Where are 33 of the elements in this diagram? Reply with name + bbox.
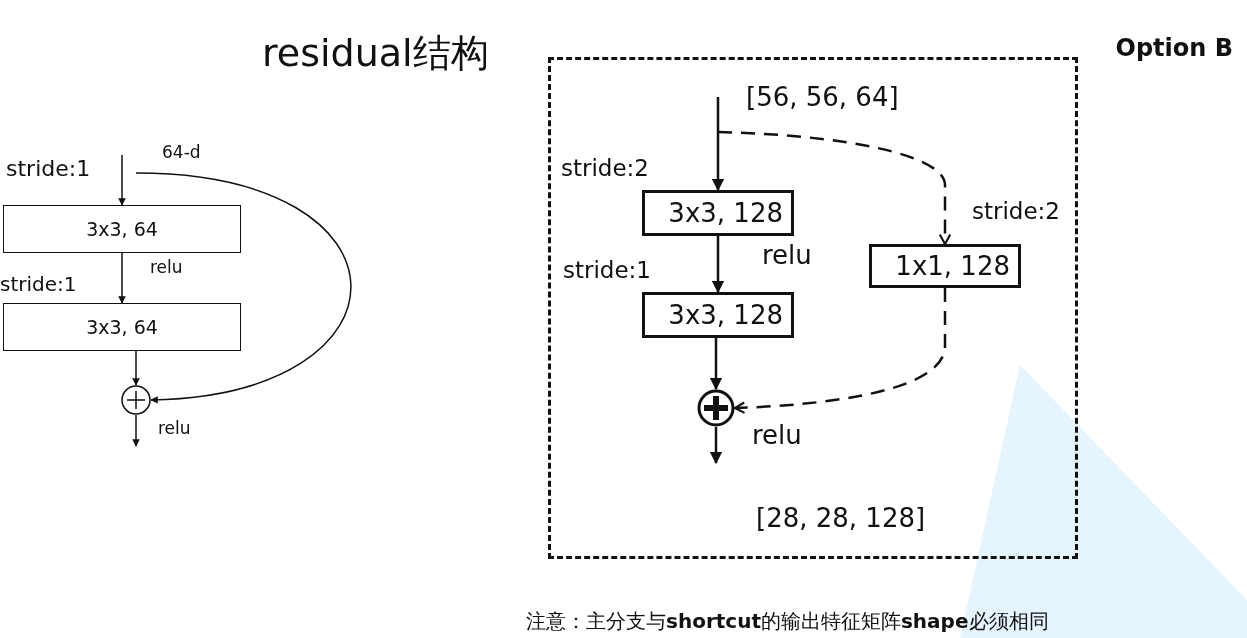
layer-box: 1x1, 128 xyxy=(869,244,1021,288)
annotation-label: stride:2 xyxy=(972,198,1060,224)
dashed-arrow xyxy=(733,288,947,414)
dashed-arrow xyxy=(717,130,952,246)
annotation-label: relu xyxy=(762,240,812,270)
annotation-label: [28, 28, 128] xyxy=(756,503,926,533)
frame-heading: Option B xyxy=(1115,34,1233,62)
title: residual结构 xyxy=(262,30,489,77)
arrow xyxy=(711,236,725,294)
arrow xyxy=(709,338,723,391)
arrow xyxy=(132,414,140,447)
bold-sum-circle xyxy=(697,389,735,427)
layer-box: 3x3, 64 xyxy=(3,303,241,351)
annotation-label: relu xyxy=(752,420,802,450)
arrow xyxy=(709,427,723,465)
arrow xyxy=(118,252,126,304)
annotation-label: stride:1 xyxy=(0,272,77,296)
sum-circle xyxy=(121,385,151,415)
annotation-label: stride:1 xyxy=(563,257,651,283)
arrow xyxy=(118,154,126,206)
arrow xyxy=(711,97,725,192)
annotation-label: relu xyxy=(150,257,183,277)
annotation-label: stride:1 xyxy=(6,156,91,181)
arrow xyxy=(132,350,140,386)
layer-box: 3x3, 64 xyxy=(3,205,241,253)
annotation-label: relu xyxy=(158,418,191,438)
arrow xyxy=(135,172,352,404)
layer-box: 3x3, 128 xyxy=(642,190,794,236)
caption: 注意：主分支与shortcut的输出特征矩阵shape必须相同 xyxy=(526,608,1049,635)
annotation-label: stride:2 xyxy=(561,155,649,181)
annotation-label: 64-d xyxy=(162,142,201,162)
layer-box: 3x3, 128 xyxy=(642,292,794,338)
annotation-label: [56, 56, 64] xyxy=(746,82,899,112)
